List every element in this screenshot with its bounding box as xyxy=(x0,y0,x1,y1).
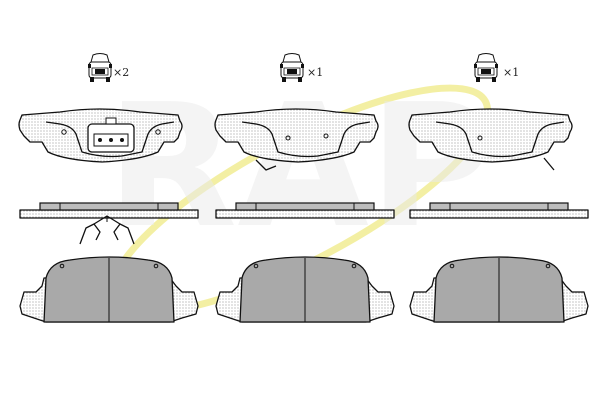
quantity-label-left: ×2 xyxy=(113,66,129,79)
pad-friction-view-middle xyxy=(215,256,395,323)
pad-friction-view-left xyxy=(19,256,199,323)
spring-clip-icon xyxy=(79,215,135,245)
car-front-axle-icon xyxy=(279,53,305,83)
quantity-label-right: ×1 xyxy=(503,66,519,79)
pad-top-view-right xyxy=(408,108,573,171)
column-left: ×2 xyxy=(18,53,199,323)
car-front-axle-icon xyxy=(473,53,499,83)
wear-sensor-icon xyxy=(87,117,135,153)
column-middle: ×1 xyxy=(214,53,395,323)
column-right: ×1 xyxy=(408,53,589,323)
quantity-label-middle: ×1 xyxy=(307,66,323,79)
pad-top-view-left xyxy=(18,108,183,163)
pad-side-view-right xyxy=(409,202,589,219)
pad-friction-view-right xyxy=(409,256,589,323)
rap-watermark: RAP xyxy=(106,68,494,316)
pad-top-view-middle xyxy=(214,108,379,171)
watermark-text: RAP xyxy=(106,68,493,266)
pad-side-view-left xyxy=(19,202,199,219)
pad-side-view-middle xyxy=(215,202,395,219)
